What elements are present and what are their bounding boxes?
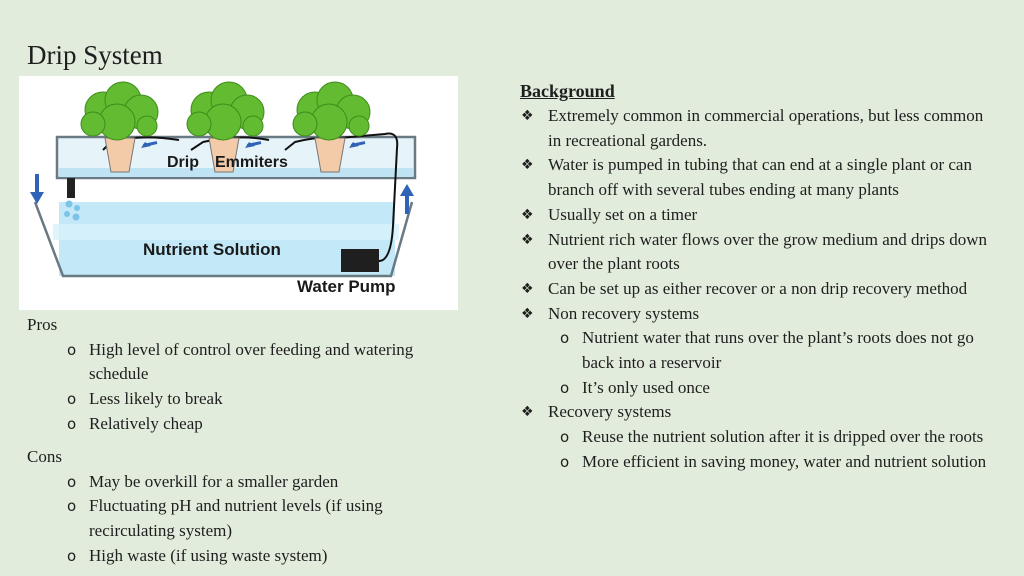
list-item: ❖Nutrient rich water flows over the grow… xyxy=(521,229,988,274)
circle-bullet-icon: o xyxy=(67,390,77,409)
diamond-bullet-icon: ❖ xyxy=(521,231,534,248)
drain-post xyxy=(67,178,75,198)
supply-tube xyxy=(338,132,399,262)
circle-bullet-icon: o xyxy=(560,378,570,397)
diamond-bullet-icon: ❖ xyxy=(521,305,534,322)
background-section: Background ❖Extremely common in commerci… xyxy=(520,78,990,475)
circle-bullet-icon: o xyxy=(67,497,77,516)
circle-bullet-icon: o xyxy=(560,452,570,471)
circle-bullet-icon: o xyxy=(67,546,77,565)
list-item: ❖Extremely common in commercial operatio… xyxy=(521,106,984,150)
diamond-bullet-icon: ❖ xyxy=(521,280,534,297)
circle-bullet-icon: o xyxy=(560,329,570,348)
diamond-bullet-icon: ❖ xyxy=(521,157,534,174)
list-item: ❖Usually set on a timer xyxy=(520,203,990,228)
emitters-label: Emmiters xyxy=(215,154,288,171)
drip-label: Drip xyxy=(167,154,199,171)
reservoir-outline xyxy=(33,201,414,278)
lettuce-plants xyxy=(80,81,371,141)
diamond-bullet-icon: ❖ xyxy=(521,404,534,421)
diamond-bullet-icon: ❖ xyxy=(521,206,534,223)
water-pump xyxy=(341,249,379,272)
direction-arrows xyxy=(30,174,414,214)
cons-heading: Cons xyxy=(27,447,62,466)
drip-drops xyxy=(64,200,80,221)
circle-bullet-icon: o xyxy=(67,472,77,491)
nutrient-solution-label: Nutrient Solution xyxy=(143,240,281,259)
page-title: Drip System xyxy=(27,40,163,70)
list-item: ❖Water is pumped in tubing that can end … xyxy=(521,155,972,200)
list-item: ❖Can be set up as either recover or a no… xyxy=(520,277,990,302)
circle-bullet-icon: o xyxy=(560,428,570,447)
background-heading: Background xyxy=(520,81,615,101)
pros-heading: Pros xyxy=(27,315,58,334)
water-pump-label: Water Pump xyxy=(297,277,396,296)
drip-system-diagram: Drip Emmiters Nutrient Solution Water Pu… xyxy=(19,76,458,310)
flow-arrows xyxy=(141,141,366,148)
circle-bullet-icon: o xyxy=(67,414,77,433)
circle-bullet-icon: o xyxy=(67,340,77,359)
diamond-bullet-icon: ❖ xyxy=(521,108,534,124)
net-pots xyxy=(104,137,346,173)
